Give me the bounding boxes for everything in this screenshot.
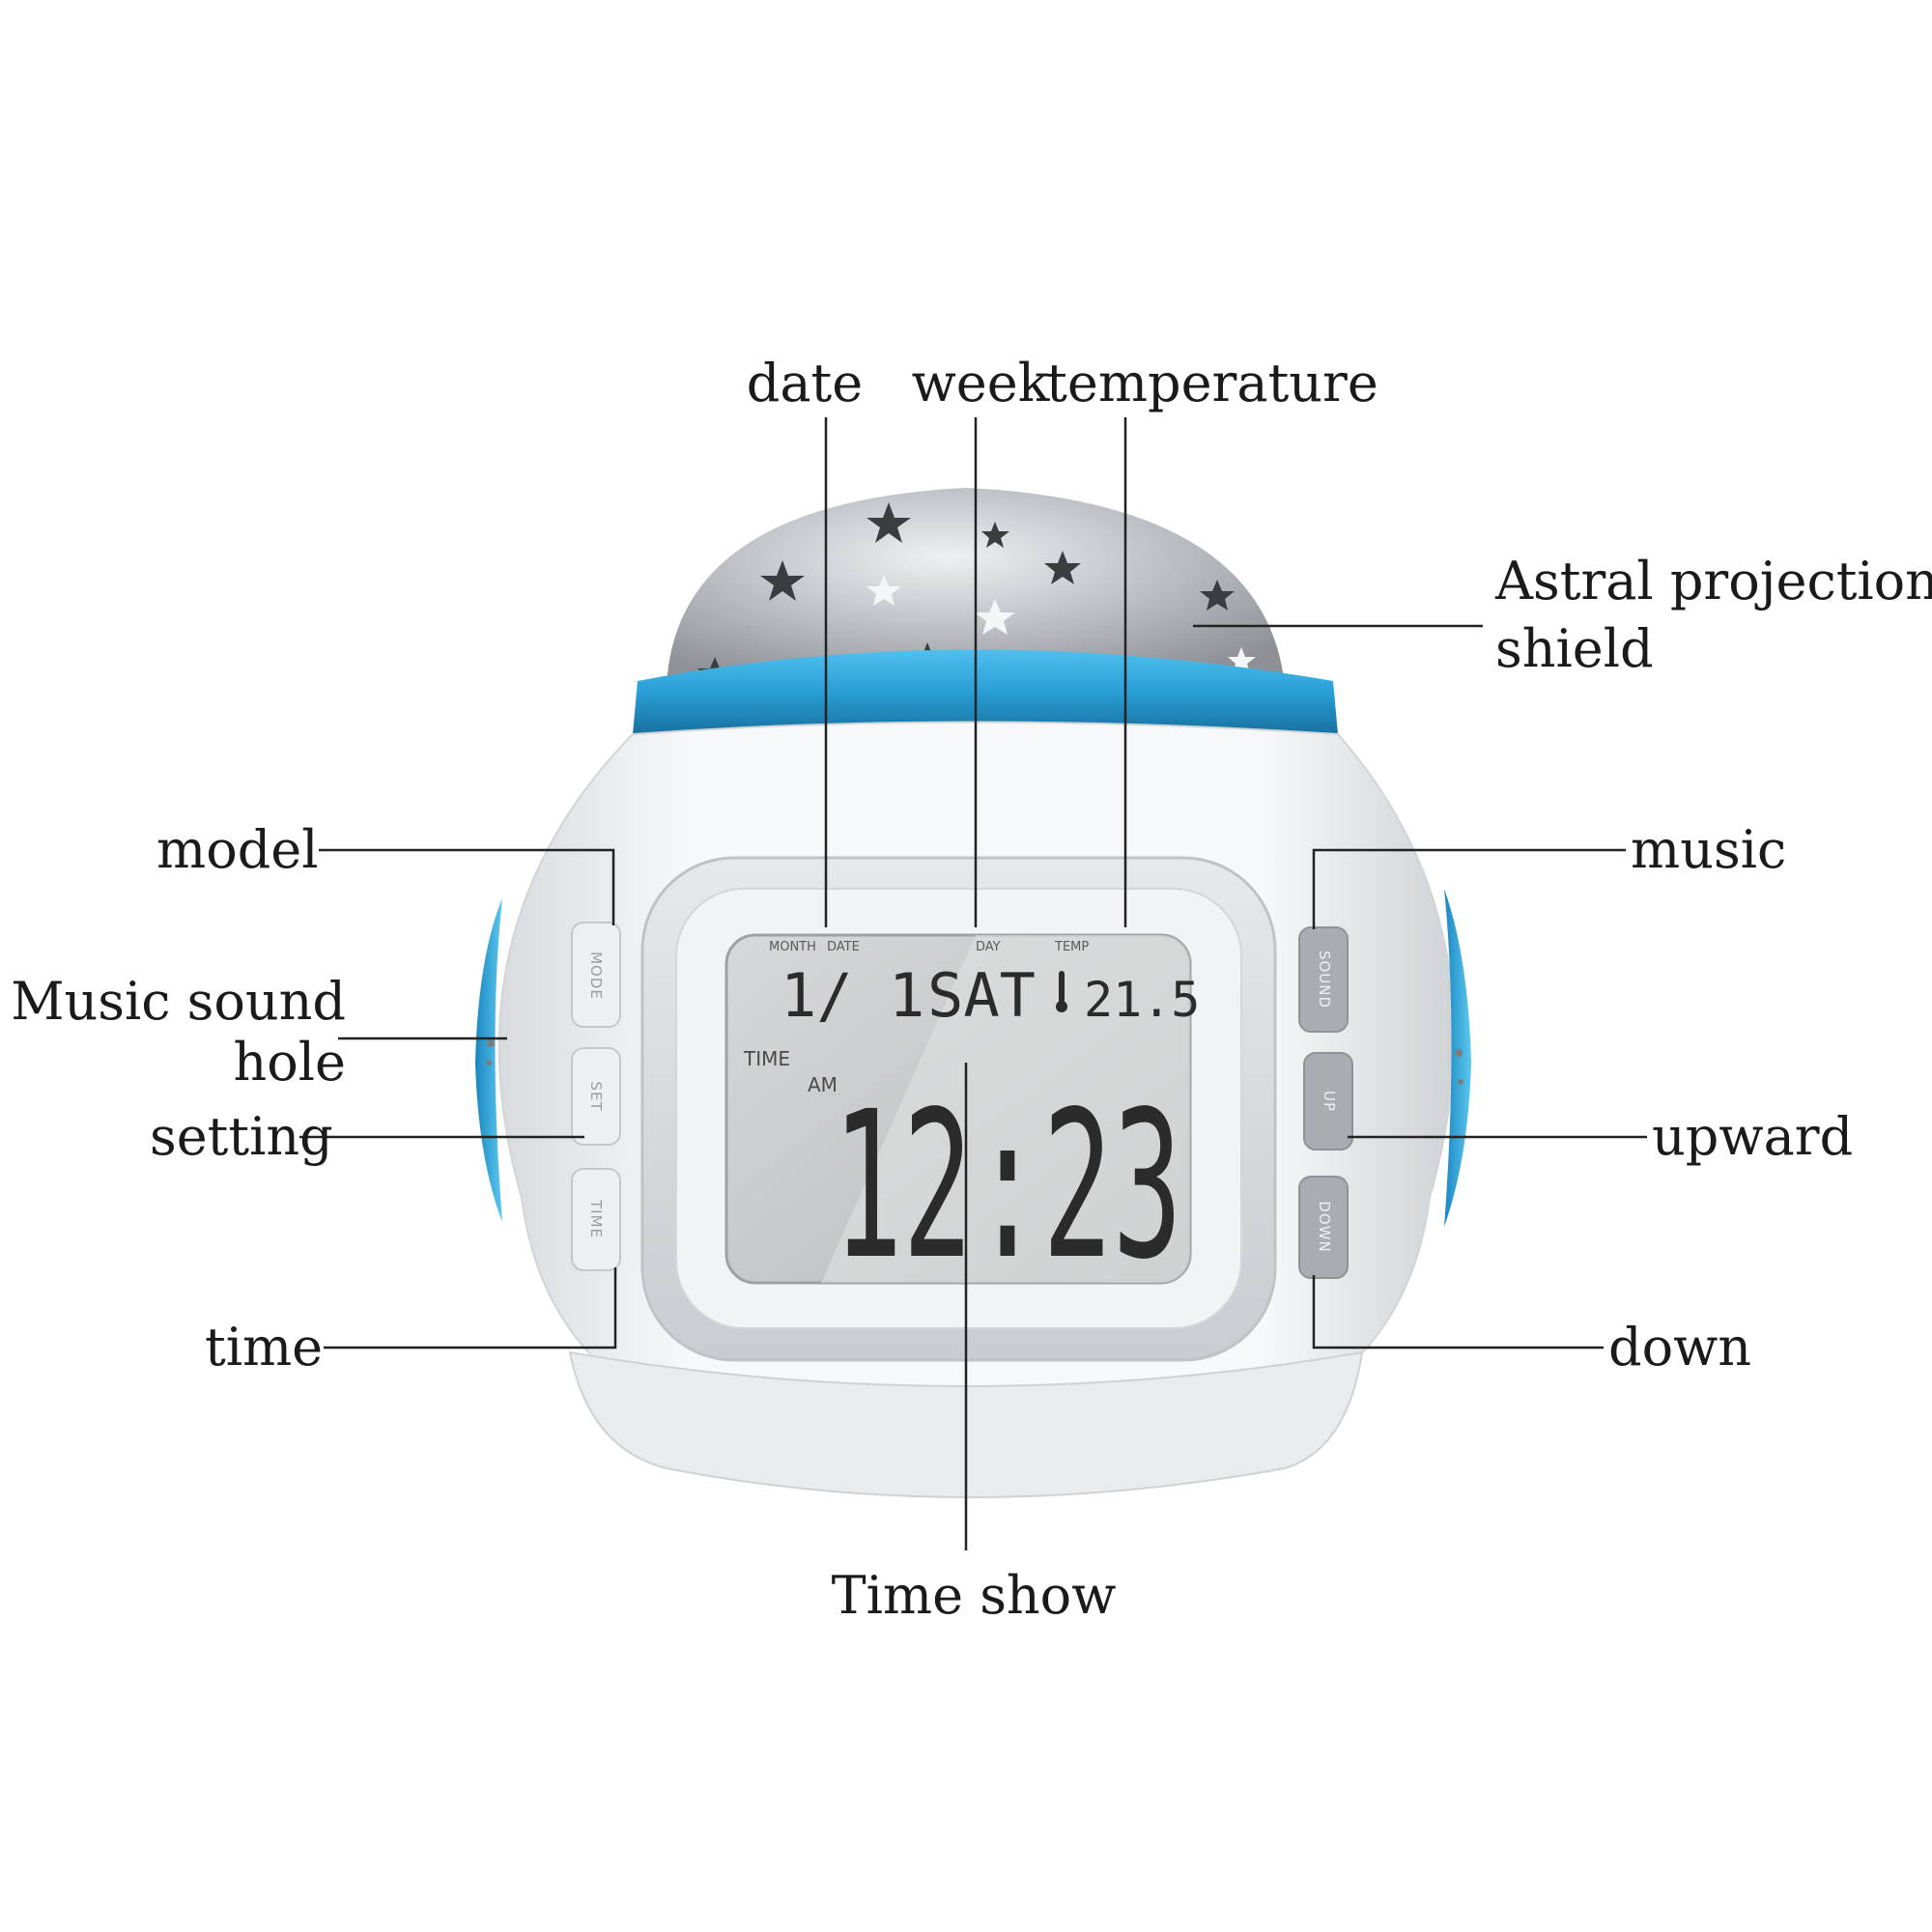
right-speaker-panel [1444, 889, 1471, 1227]
label-astral-line2: shield [1495, 618, 1654, 679]
label-music: music [1631, 819, 1786, 880]
label-upward: upward [1652, 1106, 1853, 1167]
thermometer-icon [1059, 971, 1065, 1004]
star-icon [760, 560, 805, 601]
label-date: date [747, 353, 863, 413]
leader-lines [299, 417, 1647, 1550]
label-music-sound-line2: hole [233, 1032, 346, 1093]
annotation-labels: date week temperature Astral projection … [11, 353, 1932, 1626]
star-icon [867, 575, 901, 606]
label-temperature: temperature [1046, 353, 1378, 413]
lcd-time-label: TIME [743, 1047, 790, 1070]
mode-button[interactable]: MODE [571, 922, 621, 1028]
label-time: time [205, 1317, 323, 1378]
up-button[interactable]: UP [1303, 1052, 1353, 1151]
lcd-temp-label: TEMP [1054, 940, 1089, 954]
label-time-show: Time show [832, 1565, 1117, 1626]
sound-button-label: SOUND [1316, 951, 1333, 1009]
lcd-time-value: 12:23 [833, 1067, 1182, 1304]
up-button-label: UP [1321, 1091, 1338, 1112]
model-leader [319, 848, 615, 925]
sound-button[interactable]: SOUND [1298, 926, 1349, 1033]
lcd-date-label: DATE [827, 940, 860, 954]
star-icon [1200, 580, 1235, 611]
lcd-date-value: 1/ 1 [781, 960, 924, 1031]
label-week: week [912, 353, 1051, 413]
lcd-am-label: AM [808, 1073, 838, 1096]
time-button-label: TIME [587, 1199, 605, 1238]
lcd-weekday-value: SAT [927, 960, 1036, 1031]
music-sound-hole [487, 1039, 495, 1047]
down-button-label: DOWN [1316, 1201, 1333, 1252]
star-icon [981, 522, 1009, 548]
down-button[interactable]: DOWN [1298, 1176, 1349, 1279]
set-button-label: SET [587, 1081, 605, 1111]
label-astral-line1: Astral projection [1494, 551, 1932, 611]
lcd-day-label: DAY [976, 940, 1001, 954]
blue-accent-ring [633, 649, 1338, 734]
label-down: down [1608, 1317, 1751, 1378]
star-icon [867, 502, 911, 543]
star-icon [975, 599, 1015, 635]
label-model: model [156, 819, 319, 880]
time-leader [324, 1267, 617, 1350]
mode-button-label: MODE [587, 952, 605, 1000]
clock-device: MONTH DATE DAY TEMP 1/ 1 SAT 21.5 TIME A… [475, 488, 1471, 1498]
lcd-month-label: MONTH [769, 940, 816, 954]
set-button[interactable]: SET [571, 1047, 621, 1146]
music-leader [1312, 848, 1626, 929]
down-leader [1312, 1275, 1604, 1350]
lcd-temp-value: 21.5 [1084, 972, 1200, 1028]
star-icon [1044, 551, 1081, 584]
time-button[interactable]: TIME [571, 1168, 621, 1271]
label-music-sound-line1: Music sound [11, 971, 346, 1032]
label-setting: setting [150, 1106, 333, 1167]
